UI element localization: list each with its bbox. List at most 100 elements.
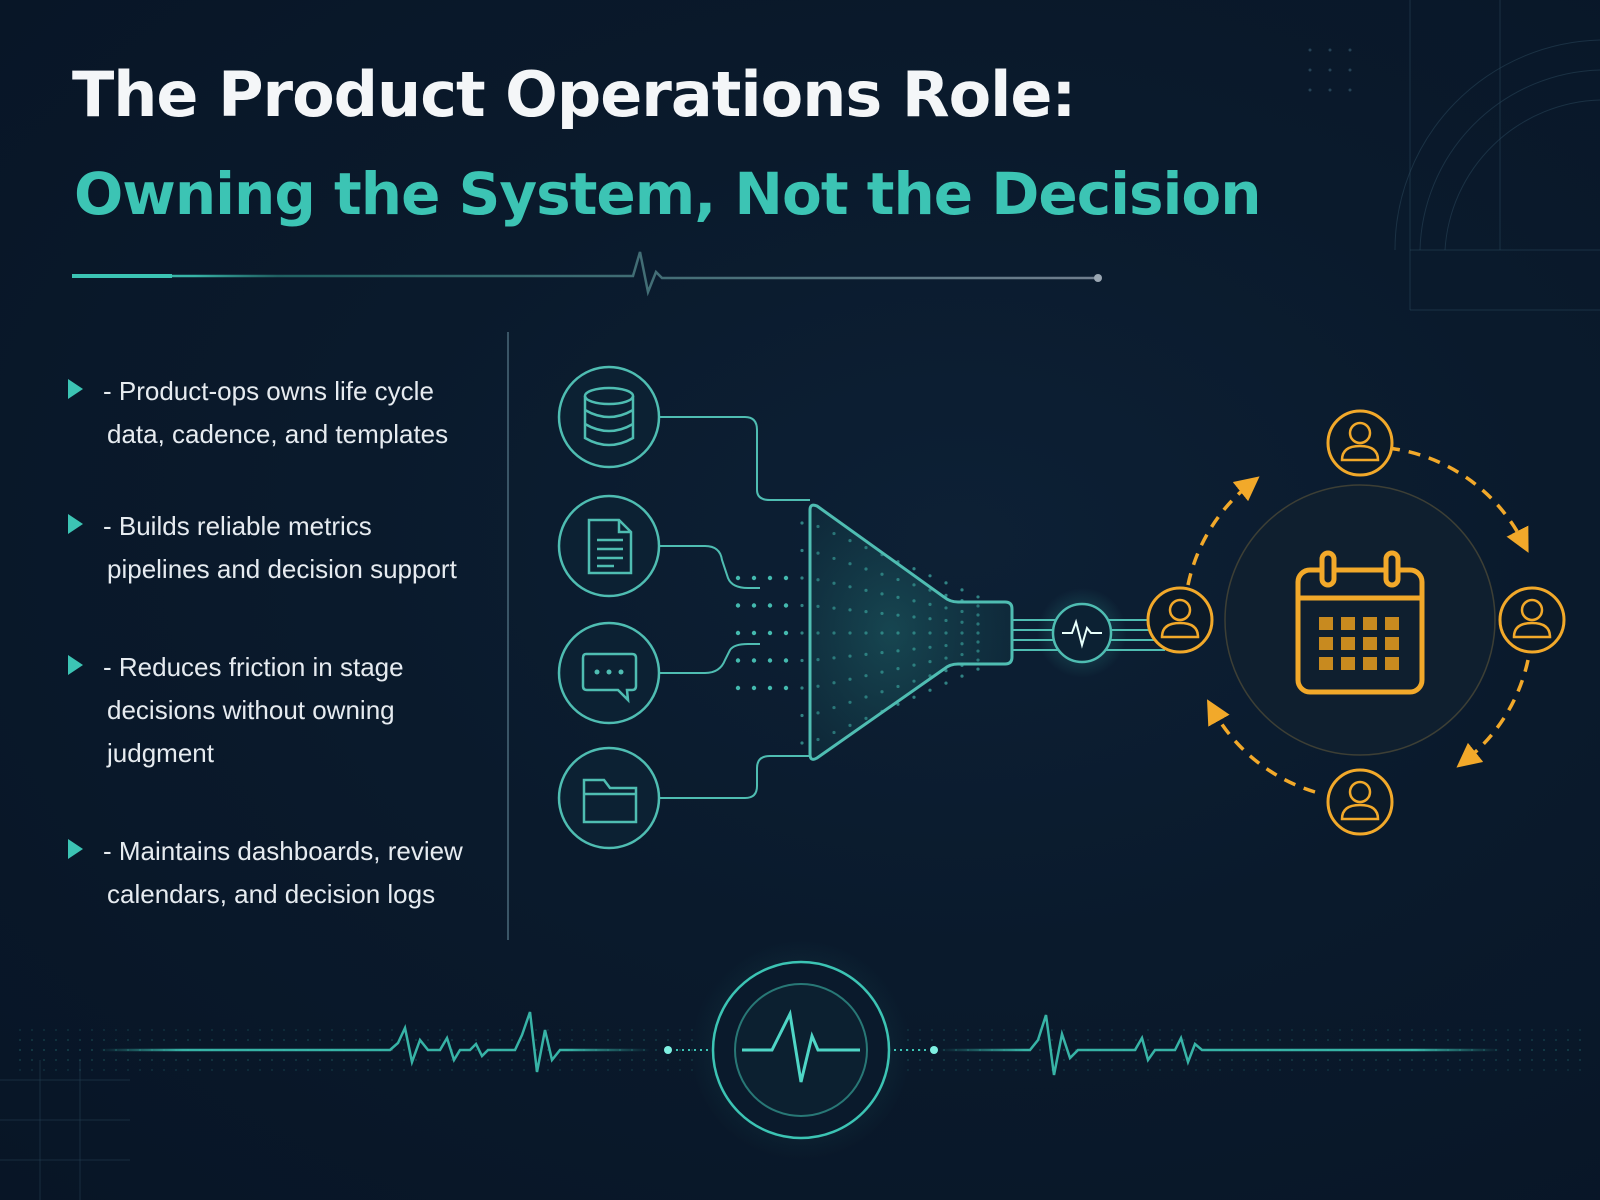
wave-band-dot: [187, 1069, 189, 1071]
wave-band-dot: [1231, 1029, 1233, 1031]
wave-band-dot: [967, 1039, 969, 1041]
wave-band-dot: [427, 1029, 429, 1031]
wave-band-dot: [427, 1059, 429, 1061]
bullet-line: - Maintains dashboards, review: [103, 836, 463, 866]
wave-band-dot: [1459, 1039, 1461, 1041]
wave-band-dot: [1543, 1039, 1545, 1041]
wave-band-dot: [1291, 1059, 1293, 1061]
wave-band-dot: [619, 1039, 621, 1041]
wave-band-dot: [1111, 1069, 1113, 1071]
wave-band-dot: [127, 1039, 129, 1041]
wave-band-dot: [19, 1049, 21, 1051]
wave-band-dot: [655, 1069, 657, 1071]
wave-band-dot: [115, 1029, 117, 1031]
particle-dot: [767, 658, 773, 663]
wave-band-dot: [19, 1039, 21, 1041]
particle-dot: [976, 667, 980, 671]
wave-band-dot: [1303, 1039, 1305, 1041]
wave-band-dot: [1495, 1039, 1497, 1041]
wave-band-dot: [163, 1029, 165, 1031]
wave-band-dot: [535, 1029, 537, 1031]
wave-band-dot: [151, 1039, 153, 1041]
wave-band-dot: [1219, 1069, 1221, 1071]
calendar-day-cell: [1385, 637, 1399, 650]
wave-band-dot: [1567, 1049, 1569, 1051]
wave-band-dot: [151, 1069, 153, 1071]
wave-band-dot: [19, 1029, 21, 1031]
wave-band-dot: [967, 1069, 969, 1071]
calendar-day-cell: [1341, 617, 1355, 630]
wave-band-dot: [1171, 1069, 1173, 1071]
wave-band-dot: [571, 1039, 573, 1041]
wave-band-dot: [667, 1039, 669, 1041]
wave-band-dot: [1495, 1069, 1497, 1071]
wave-band-dot: [1267, 1069, 1269, 1071]
wave-band-dot: [391, 1039, 393, 1041]
wave-band-dot: [1375, 1069, 1377, 1071]
particle-dot: [800, 521, 804, 525]
wave-band-dot: [667, 1069, 669, 1071]
particle-dot: [767, 575, 773, 581]
wave-band-dot: [1315, 1069, 1317, 1071]
wave-band-dot: [991, 1029, 993, 1031]
wave-band-dot: [1255, 1039, 1257, 1041]
bullet-line: - Product-ops owns life cycle: [103, 376, 434, 406]
wave-band-dot: [1423, 1069, 1425, 1071]
wave-band-dot: [643, 1029, 645, 1031]
wave-band-dot: [1159, 1069, 1161, 1071]
particle-dot: [783, 630, 789, 636]
wave-band-dot: [91, 1029, 93, 1031]
wave-band-dot: [1507, 1029, 1509, 1031]
wave-band-dot: [943, 1039, 945, 1041]
wave-band-dot: [1291, 1029, 1293, 1031]
wave-band-dot: [1135, 1029, 1137, 1031]
particle-dot: [783, 575, 789, 581]
wave-band-dot: [403, 1059, 405, 1061]
chat-icon: [557, 621, 661, 725]
particle-dot: [800, 741, 804, 745]
wave-band-dot: [1255, 1029, 1257, 1031]
wave-band-dot: [1483, 1069, 1485, 1071]
bullet-arrow-icon: [68, 379, 83, 399]
wave-band-dot: [1375, 1059, 1377, 1061]
wave-band-dot: [427, 1039, 429, 1041]
wave-band-dot: [1027, 1029, 1029, 1031]
folder-icon: [557, 746, 661, 850]
wave-band-dot: [1075, 1029, 1077, 1031]
calendar-icon: [1295, 550, 1425, 695]
wave-band-dot: [979, 1039, 981, 1041]
wave-band-dot: [1015, 1059, 1017, 1061]
wave-band-dot: [463, 1069, 465, 1071]
wave-band-dot: [127, 1029, 129, 1031]
wave-band-dot: [1387, 1059, 1389, 1061]
wave-band-dot: [67, 1049, 69, 1051]
bullet-line: - Reduces friction in stage: [103, 652, 404, 682]
wave-band-dot: [1279, 1069, 1281, 1071]
wave-band-dot: [235, 1059, 237, 1061]
particle-dot: [912, 695, 916, 699]
wave-band-dot: [487, 1029, 489, 1031]
wave-band-dot: [655, 1049, 657, 1051]
wave-band-dot: [1507, 1069, 1509, 1071]
wave-band-dot: [1123, 1039, 1125, 1041]
wave-band-dot: [427, 1069, 429, 1071]
particle-dot: [800, 548, 804, 553]
wave-band-dot: [1099, 1039, 1101, 1041]
wave-band-dot: [1219, 1059, 1221, 1061]
wave-band-dot: [1315, 1039, 1317, 1041]
particle-dot: [735, 575, 741, 581]
wave-band-dot: [475, 1069, 477, 1071]
wave-band-dot: [1051, 1029, 1053, 1031]
wave-band-dot: [223, 1059, 225, 1061]
wave-band-dot: [1027, 1039, 1029, 1041]
wave-band-dot: [1411, 1059, 1413, 1061]
wave-band-dot: [499, 1059, 501, 1061]
wave-band-dot: [595, 1059, 597, 1061]
wave-band-dot: [679, 1049, 681, 1051]
wave-band-dot: [931, 1039, 933, 1041]
wave-band-dot: [1531, 1049, 1533, 1051]
wave-band-dot: [1519, 1039, 1521, 1041]
wave-band-dot: [319, 1039, 321, 1041]
calendar-day-cell: [1363, 637, 1377, 650]
